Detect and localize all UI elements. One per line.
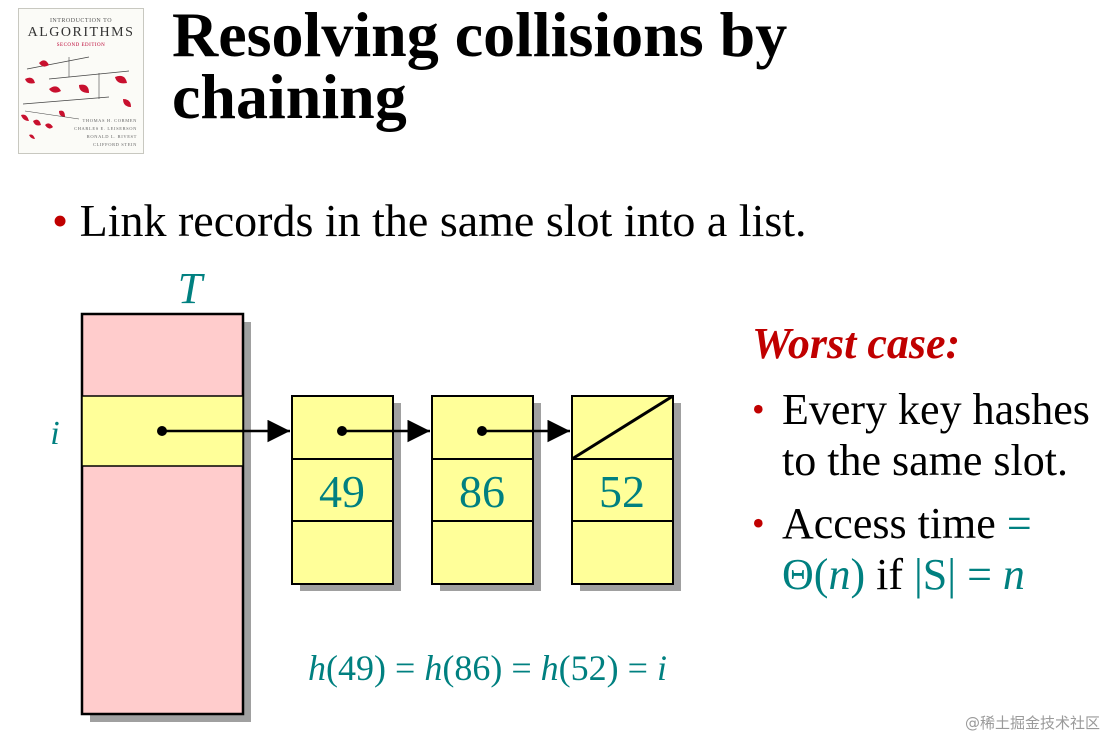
worst-case-item-text: Every key hashes to the same slot. (782, 385, 1090, 485)
book-series-text: INTRODUCTION TO (49, 18, 113, 24)
slot-label-i: i (50, 415, 59, 452)
worst-case-list: • Every key hashes to the same slot. • A… (752, 384, 1102, 612)
bullet-marker: • (752, 389, 765, 429)
book-edition-text: SECOND EDITION (56, 43, 106, 48)
equals-sign: = (1006, 499, 1032, 548)
key-86: 86 (459, 466, 505, 517)
book-cover-image: INTRODUCTION TO ALGORITHMS SECOND EDITIO… (18, 8, 144, 154)
theta-open: Θ( (782, 550, 829, 599)
book-author: RONALD L. RIVEST (86, 134, 137, 139)
main-bullet-text: Link records in the same slot into a lis… (79, 195, 807, 246)
nil-pointer-slash (571, 394, 674, 461)
if-text: if (865, 550, 914, 599)
access-time-label: Access time (782, 499, 1007, 548)
book-author: CLIFFORD STEIN (92, 142, 137, 147)
book-author: THOMAS H. CORMEN (82, 118, 137, 123)
set-size: |S| (913, 550, 957, 599)
book-authors: THOMAS H. CORMEN CHARLES E. LEISERSON RO… (65, 117, 137, 149)
mobile-sculpture-art (21, 56, 131, 139)
book-author: CHARLES E. LEISERSON (74, 126, 137, 131)
main-bullet: • Link records in the same slot into a l… (52, 194, 807, 247)
bullet-marker: • (752, 503, 765, 543)
book-title-text: ALGORITHMS (27, 25, 135, 40)
worst-case-item: • Every key hashes to the same slot. (752, 384, 1102, 486)
hash-table (80, 312, 245, 716)
theta-close: ) (850, 550, 866, 599)
equals-sign: = (956, 550, 1003, 599)
key-49: 49 (319, 466, 365, 517)
slide-title-line2: chaining (172, 61, 407, 132)
hash-equation: h(49) = h(86) = h(52) = i (308, 648, 667, 688)
slide-title-line1: Resolving collisions by (172, 0, 788, 70)
worst-case-item: • Access time = Θ(n) if |S| = n (752, 498, 1102, 600)
worst-case-heading: Worst case: (752, 319, 961, 368)
slide-title: Resolving collisions by chaining (172, 3, 1072, 129)
variable-n: n (1002, 550, 1025, 599)
key-52: 52 (599, 466, 645, 517)
watermark: @稀土掘金技术社区 (964, 714, 1100, 732)
variable-n: n (828, 550, 851, 599)
table-label-t: T (178, 264, 206, 313)
list-node-52 (571, 394, 674, 585)
bullet-marker: • (52, 195, 69, 246)
